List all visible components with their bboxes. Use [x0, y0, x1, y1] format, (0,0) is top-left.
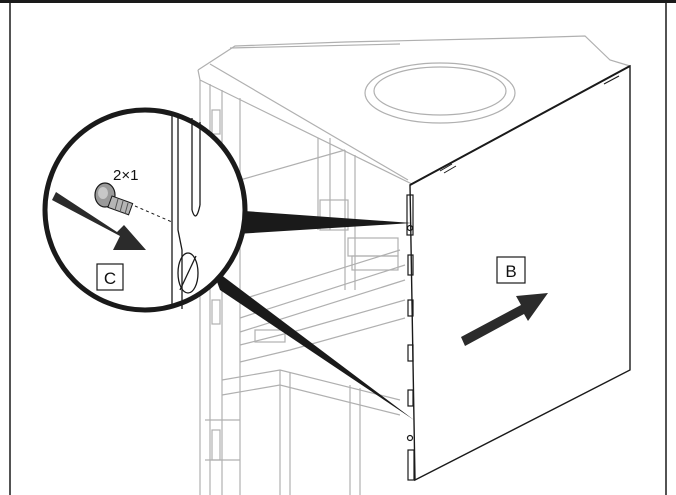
label-b: B	[505, 262, 516, 281]
screw-icon	[94, 182, 134, 216]
label-b-box: B	[496, 256, 526, 284]
arrow-c-icon	[52, 192, 146, 250]
callout-leaders	[212, 210, 414, 420]
detail-magnifier	[42, 107, 248, 313]
label-c: C	[104, 269, 116, 288]
arrow-b-icon	[461, 293, 548, 346]
screw-count-label: 2×1	[113, 167, 138, 184]
label-c-box: C	[96, 263, 124, 291]
